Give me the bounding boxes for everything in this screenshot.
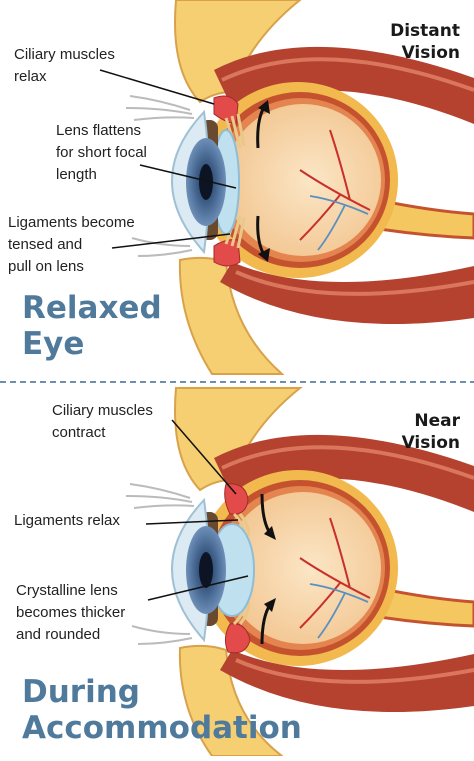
ciliary-muscle-upper bbox=[224, 483, 249, 515]
accommodation-title: During Accommodation bbox=[22, 674, 302, 746]
lower-arrow-head bbox=[264, 598, 276, 612]
lower-eyelid bbox=[178, 256, 285, 375]
callout-lens-flattens: Lens flattens for short focal length bbox=[56, 122, 147, 183]
lower-eyelashes bbox=[131, 237, 193, 257]
ciliary-muscle-lower bbox=[224, 623, 251, 654]
ciliary-muscle-lower bbox=[213, 239, 241, 267]
callout-ciliary-muscles-contract: Ciliary muscles contract bbox=[52, 402, 153, 441]
upper-eyelashes bbox=[125, 483, 195, 509]
superior-rectus-muscle bbox=[214, 434, 474, 512]
upper-eyelid bbox=[174, 387, 303, 492]
inferior-rectus-highlight bbox=[235, 270, 474, 296]
callout-line-lens-flattens bbox=[139, 164, 237, 189]
vitreous-body bbox=[225, 104, 381, 256]
retinal-veins bbox=[309, 583, 369, 639]
callout-ligaments-relax: Ligaments relax bbox=[14, 512, 120, 529]
upper-eyelashes bbox=[125, 95, 195, 121]
callout-line-ligaments-tensed bbox=[111, 233, 231, 249]
pupil bbox=[199, 552, 213, 588]
callout-line-lens-thicker bbox=[147, 575, 249, 601]
callout-lens-thicker-rounded: Crystalline lens becomes thicker and rou… bbox=[16, 582, 126, 643]
upper-arrow-head bbox=[264, 526, 276, 540]
upper-eyelid bbox=[174, 0, 302, 104]
accommodating-eye-illustration bbox=[125, 387, 474, 757]
callout-line-ligaments-relax bbox=[145, 519, 239, 525]
upper-arrow-head bbox=[258, 100, 270, 114]
callout-line-ciliary-relax bbox=[99, 69, 215, 105]
distant-vision-label: Distant Vision bbox=[390, 21, 460, 63]
relaxed-eye-illustration bbox=[99, 0, 474, 375]
superior-rectus-highlight bbox=[221, 445, 474, 480]
retinal-vessels bbox=[299, 517, 371, 629]
suspensory-ligaments bbox=[232, 512, 250, 626]
lower-arrow-head bbox=[258, 248, 270, 262]
relaxed-eye-title: Relaxed Eye bbox=[22, 290, 162, 362]
superior-rectus-highlight bbox=[221, 57, 474, 92]
vitreous-body bbox=[225, 492, 381, 644]
retinal-veins bbox=[309, 195, 369, 251]
pupil bbox=[199, 164, 213, 200]
lower-eyelashes bbox=[131, 625, 193, 645]
near-vision-label: Near Vision bbox=[401, 411, 460, 453]
callout-ciliary-muscles-relax: Ciliary muscles relax bbox=[14, 46, 115, 85]
superior-rectus-muscle bbox=[214, 46, 474, 124]
retinal-vessels bbox=[299, 129, 371, 241]
callout-line-ciliary-contract bbox=[171, 419, 237, 495]
callout-ligaments-tensed: Ligaments become tensed and pull on lens bbox=[8, 214, 135, 275]
lower-eyelid bbox=[178, 644, 285, 757]
inferior-rectus-highlight bbox=[235, 658, 474, 684]
